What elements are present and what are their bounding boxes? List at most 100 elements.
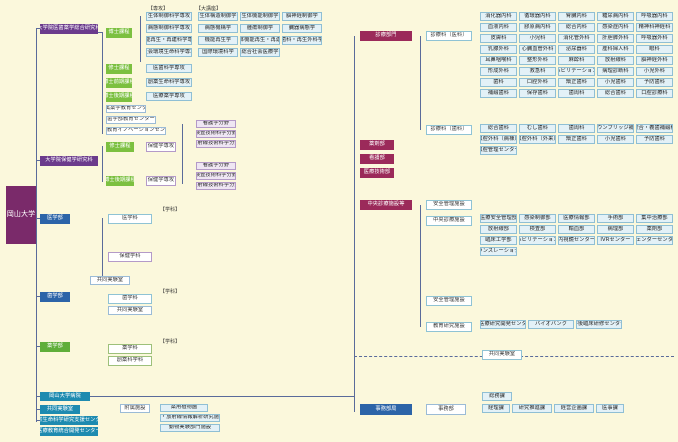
pharmacy-dept[interactable]: 薬剤部 — [360, 140, 394, 150]
admin-bureau[interactable]: 事務部局 — [360, 404, 412, 415]
chair[interactable]: 脳神経制御学 — [282, 12, 322, 21]
dental-school[interactable]: 歯学部 — [40, 292, 70, 302]
chair[interactable]: 腫瘍制御学 — [240, 24, 280, 33]
dental-clinical-cell[interactable]: 矯正歯科 — [558, 135, 595, 144]
central-clinical-cell[interactable]: 医療情報部 — [558, 214, 595, 223]
med-clinical-cell[interactable]: 呼吸器外科 — [636, 34, 673, 43]
admin-section[interactable]: 医事課 — [596, 404, 624, 413]
chair[interactable]: 生体機能再生・再建学 — [240, 36, 280, 45]
chair[interactable]: 臓器病態学 — [282, 24, 322, 33]
health-dept[interactable]: 保健学科 — [108, 252, 152, 262]
med-clinical-cell[interactable]: 放射線科 — [597, 56, 634, 65]
dental-dept[interactable]: 歯学科 — [108, 294, 152, 304]
master-major[interactable]: 医歯科学専攻 — [146, 64, 192, 73]
med-clinical-cell[interactable]: 精神科神経科 — [636, 23, 673, 32]
edu-research-cell[interactable]: バイオバンク — [528, 320, 574, 329]
med-clinical-cell[interactable]: 循環器内科 — [519, 12, 556, 21]
admin-section[interactable]: 経理課 — [482, 404, 510, 413]
inst-cell[interactable]: 薬用植物園 — [160, 404, 208, 412]
chair[interactable]: 機能再生学 — [198, 36, 238, 45]
joint-lab[interactable]: 共同実験室 — [40, 405, 80, 414]
health-course[interactable]: 検査技術科学分野 — [196, 172, 236, 180]
dental-clinical-cell[interactable]: 小児歯科 — [597, 135, 634, 144]
med-dept[interactable]: 医学科 — [108, 214, 152, 224]
chair[interactable]: 生体機能制御学 — [240, 12, 280, 21]
dental-joint-lab[interactable]: 共同実験室 — [108, 306, 152, 315]
dental-clinical-cell[interactable]: 口腔外科（病棟） — [480, 135, 517, 144]
health-course[interactable]: 放射線技術科学分野 — [196, 140, 236, 148]
inst-cell[interactable]: 動物実験部門施設 — [160, 424, 220, 432]
med-clinical-cell[interactable]: 総合歯科 — [597, 89, 634, 98]
dental-innovation-center[interactable]: 歯学教育イノベーションセンター — [106, 127, 166, 135]
chair[interactable]: 総合社会医療学 — [240, 48, 280, 57]
dental-clinical-cell[interactable]: 口腔外科（外来） — [519, 135, 556, 144]
dental-clinical-cell[interactable]: 咬合・義歯補綴科 — [636, 124, 673, 133]
hospital-clinical-division[interactable]: 診療部門 — [360, 31, 412, 41]
chair[interactable]: 国際環境科学 — [198, 48, 238, 57]
admin-section[interactable]: 研究推進課 — [512, 404, 552, 413]
admin-section[interactable]: 経営企画課 — [554, 404, 594, 413]
health-major-2[interactable]: 保健学専攻 — [146, 176, 176, 186]
edu-research-cell[interactable]: 新医療研究開発センター — [480, 320, 526, 329]
clinical-dental[interactable]: 診療科（歯科） — [426, 125, 472, 135]
med-clinical-cell[interactable]: 形成外科 — [480, 67, 517, 76]
dental-clinical-cell[interactable]: 予防歯科 — [636, 135, 673, 144]
central-clinical-cell[interactable]: 薬剤部 — [636, 225, 673, 234]
med-clinical-cell[interactable]: 小児科 — [519, 34, 556, 43]
master-course[interactable]: 修士課程 — [106, 64, 132, 74]
major-2[interactable]: 病態制御科学専攻 — [146, 24, 192, 33]
med-edu-dev-center[interactable]: 医療教育統合開発センター — [40, 427, 98, 436]
central-clinical-cell[interactable]: トランスレーショナル — [480, 247, 517, 256]
doctor-late-course[interactable]: 博士後期課程 — [106, 92, 132, 102]
dental-clinical-cell[interactable]: クラウンブリッジ補綴科 — [597, 124, 634, 133]
dental-clinical-cell[interactable]: 総合歯科 — [480, 124, 517, 133]
med-clinical-cell[interactable]: 心臓血管外科 — [519, 45, 556, 54]
central-clinical-cell[interactable]: 医療安全管理部 — [480, 214, 517, 223]
health-doctor[interactable]: 博士後期課程 — [106, 176, 134, 186]
chair[interactable]: 生体構造制御学 — [198, 12, 238, 21]
clinical-internal[interactable]: 診療科（医科） — [426, 31, 472, 41]
institute-label[interactable]: 附属施設 — [120, 404, 150, 413]
med-clinical-cell[interactable]: 矯正歯科 — [558, 78, 595, 87]
central-clinical-cell[interactable]: IVRセンター — [597, 236, 634, 245]
med-clinical-cell[interactable]: 産科婦人科 — [597, 45, 634, 54]
dental-clinical-cell[interactable]: 歯周科 — [558, 124, 595, 133]
pharm-major-early[interactable]: 創薬生命科学専攻 — [146, 78, 192, 87]
med-clinical-cell[interactable]: 感染症内科 — [597, 23, 634, 32]
doctor-early-course[interactable]: 博士前期課程 — [106, 78, 132, 88]
med-clinical-cell[interactable]: 救急科 — [519, 67, 556, 76]
central-clinical-cell[interactable]: 感染制御部 — [519, 214, 556, 223]
doctor-course[interactable]: 博士課程 — [106, 28, 132, 38]
med-joint-lab[interactable]: 共同実験室 — [90, 276, 130, 285]
med-clinical-cell[interactable]: 補綴歯科 — [480, 89, 517, 98]
med-clinical-cell[interactable]: 予防歯科 — [636, 78, 673, 87]
central-clinical-cell[interactable]: 臨床工学部 — [480, 236, 517, 245]
med-clinical-cell[interactable]: 脳神経外科 — [636, 56, 673, 65]
med-clinical-cell[interactable]: 消化管外科 — [558, 34, 595, 43]
central-clinical-cell[interactable]: 内視鏡センター — [558, 236, 595, 245]
edu-research-facility[interactable]: 教育研究施設 — [426, 322, 472, 332]
central-clinical-cell[interactable]: 病理部 — [597, 225, 634, 234]
joint-research-facility[interactable]: 安全管理施設 — [426, 296, 472, 306]
central-clinic[interactable]: 中央診療施設 — [426, 216, 472, 226]
med-clinical-cell[interactable]: 消化器内科 — [480, 12, 517, 21]
pharm-dept-1[interactable]: 薬学科 — [108, 344, 152, 354]
med-clinical-cell[interactable]: 麻酔科 — [558, 56, 595, 65]
med-clinical-cell[interactable]: 眼科 — [636, 45, 673, 54]
health-major-1[interactable]: 保健学専攻 — [146, 142, 176, 152]
nursing-dept[interactable]: 看護部 — [360, 154, 394, 164]
central-clinical-facilities[interactable]: 中央診療施設等 — [360, 200, 412, 210]
central-clinical-cell[interactable]: 放射線部 — [480, 225, 517, 234]
admin-dept[interactable]: 事務部 — [426, 404, 466, 415]
health-course[interactable]: 放射線技術科学分野 — [196, 182, 236, 190]
central-clinical-cell[interactable]: リハビリテーション部 — [519, 236, 556, 245]
pharm-edu-center[interactable]: 附属薬学教育センター — [106, 105, 146, 113]
med-clinical-cell[interactable]: 口腔外科 — [519, 78, 556, 87]
med-school[interactable]: 医学部 — [40, 214, 70, 224]
med-clinical-cell[interactable]: 呼吸器内科 — [636, 12, 673, 21]
med-clinical-cell[interactable]: 小児歯科 — [597, 78, 634, 87]
pharm-dept-2[interactable]: 創薬科学科 — [108, 356, 152, 366]
major-4[interactable]: 社会環境生命科学専攻 — [146, 48, 192, 57]
affiliated-lab[interactable]: 共同実験室 — [482, 350, 522, 360]
med-clinical-cell[interactable]: 乳腺外科 — [480, 45, 517, 54]
